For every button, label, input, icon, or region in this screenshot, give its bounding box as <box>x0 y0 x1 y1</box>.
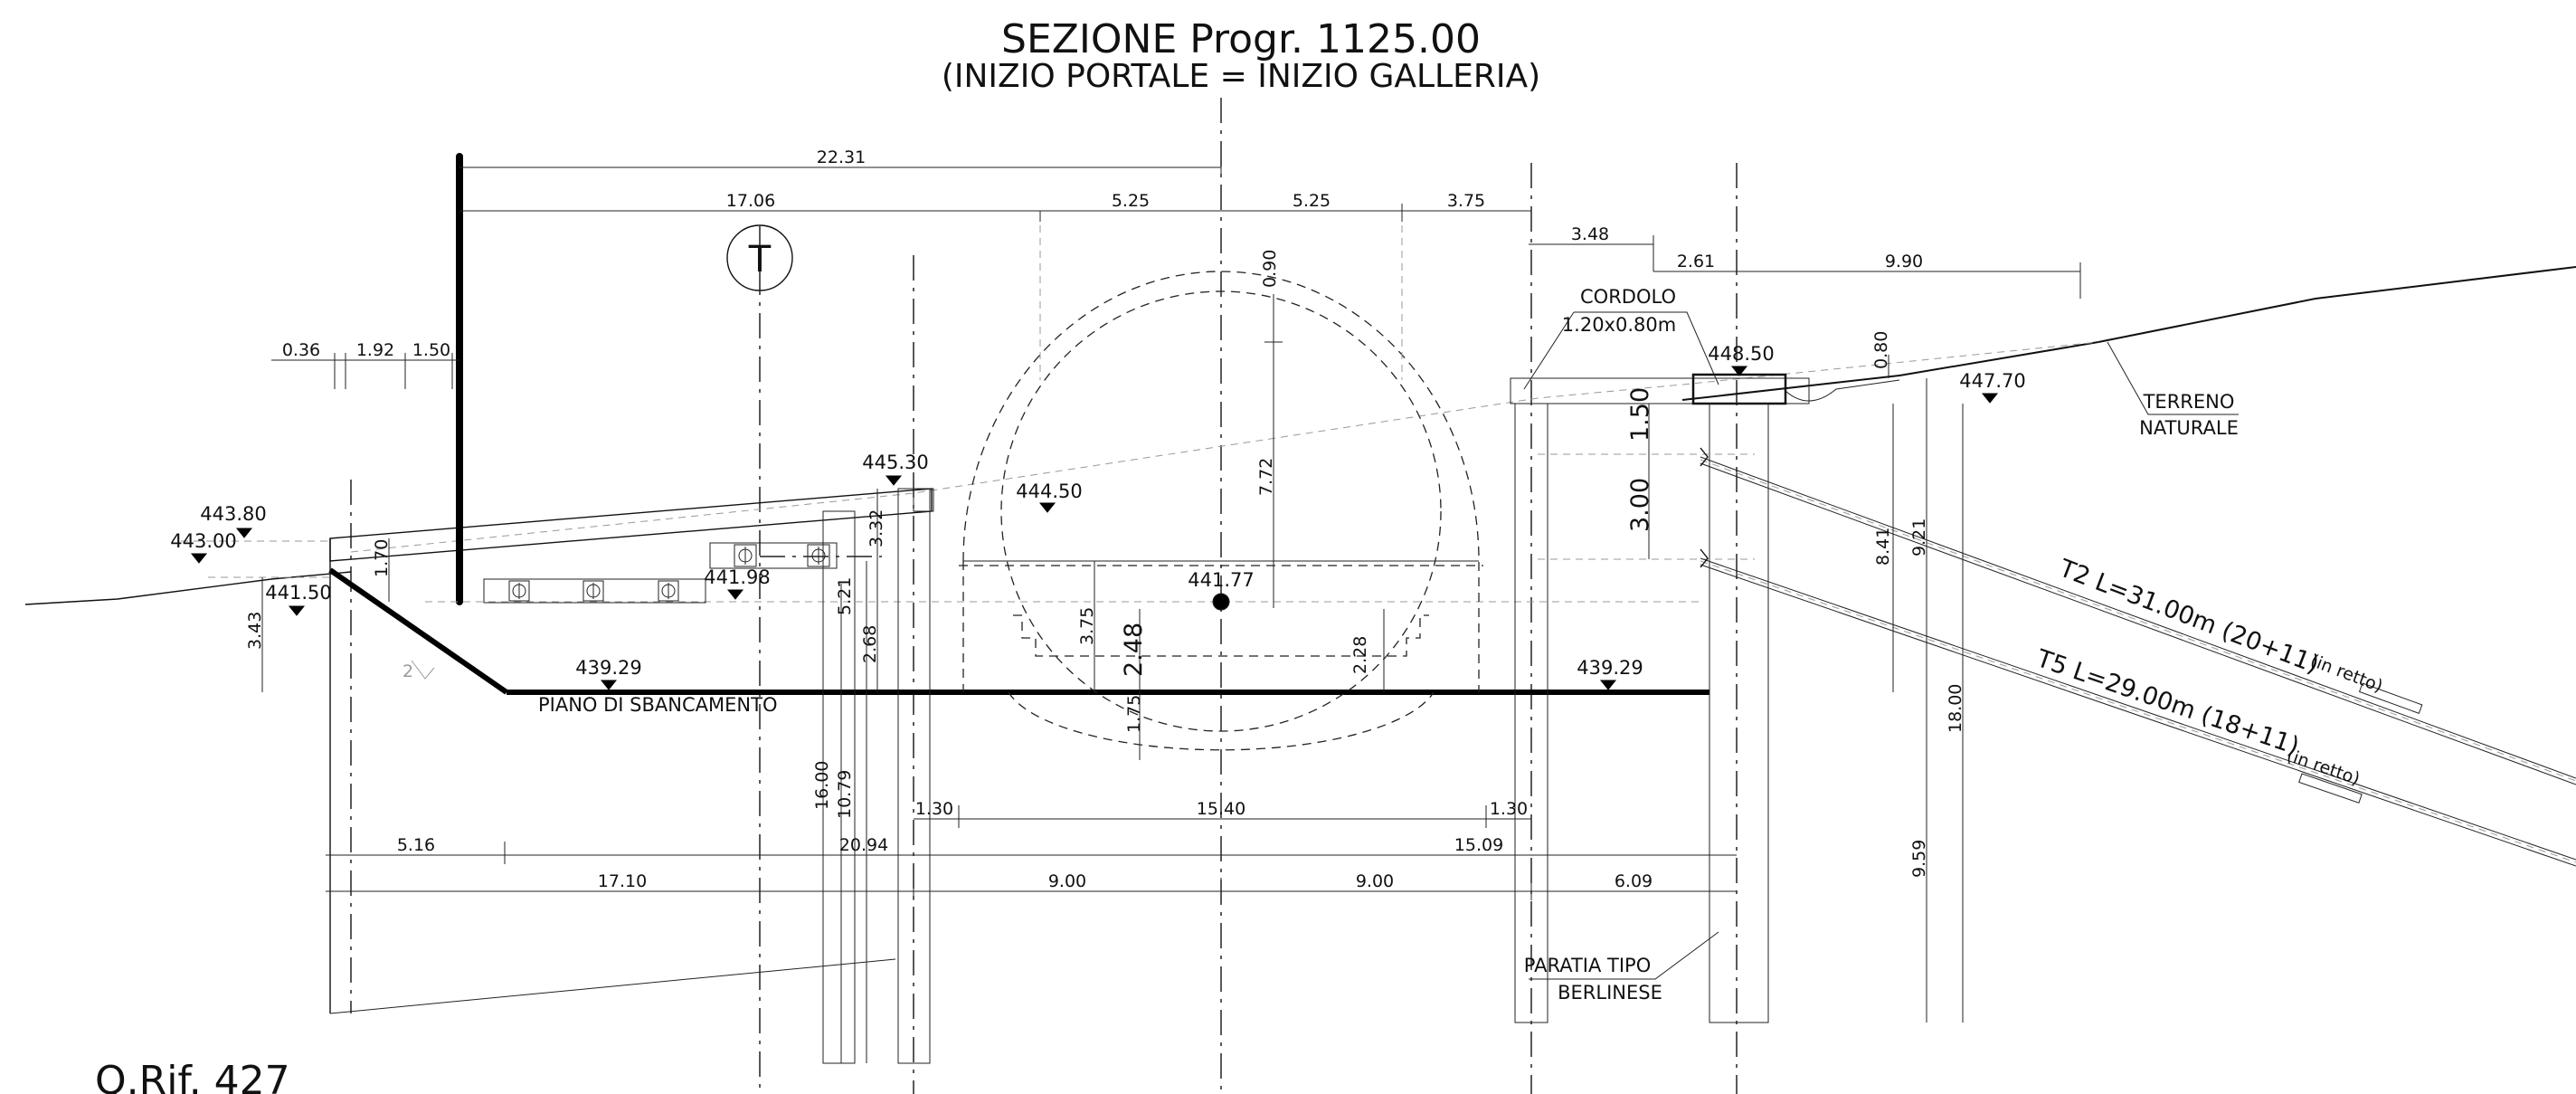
anchor-heads <box>1700 447 1709 568</box>
dim-2094: 20.94 <box>839 835 888 855</box>
anchor-T2-label: T2 L=31.00m (20+11) <box>2055 554 2323 679</box>
dim-375-top: 3.75 <box>1447 191 1485 211</box>
dim-525b: 5.25 <box>1293 191 1331 211</box>
dim-228: 2.28 <box>1350 636 1370 674</box>
dim-1600: 16.00 <box>812 761 832 810</box>
dim-268: 2.68 <box>860 625 880 663</box>
dim-150-left: 1.50 <box>412 340 450 360</box>
cordolo-slab <box>1510 377 1810 404</box>
anchor-T5 <box>1700 557 2576 867</box>
tunnel-outer-ring <box>1000 290 1442 732</box>
section-title: SEZIONE Progr. 1125.00 <box>1001 16 1481 62</box>
elev-44380: 443.80 <box>200 503 266 525</box>
left-bottom-line <box>329 958 896 1014</box>
dim-175: 1.75 <box>1124 695 1144 733</box>
dim-248: 2.48 <box>1120 623 1148 677</box>
dim-130b: 1.30 <box>1490 799 1528 819</box>
dim-525a: 5.25 <box>1112 191 1150 211</box>
dim-1800: 18.00 <box>1946 684 1965 733</box>
dim-130a: 1.30 <box>915 799 953 819</box>
top-dim-lines <box>271 158 2081 389</box>
elev-marker <box>235 528 253 538</box>
elev-44850: 448.50 <box>1708 343 1774 365</box>
elev-43929-left: 439.29 <box>575 657 641 679</box>
dim-261: 2.61 <box>1677 252 1715 271</box>
elev-44530: 445.30 <box>862 452 928 473</box>
section-marker-circle <box>726 224 793 291</box>
ground-hidden-line <box>350 341 2099 553</box>
bottom-dim-lines <box>326 805 1737 900</box>
ground-label-2: NATURALE <box>2139 417 2239 439</box>
ground-label: TERRENO <box>2143 391 2235 413</box>
dim-343: 3.43 <box>245 612 265 650</box>
dim-332: 3.32 <box>867 509 886 547</box>
dim-521: 5.21 <box>835 577 855 615</box>
tunnel-invert <box>1013 614 1429 657</box>
left-slope-cut <box>328 567 508 695</box>
dim-192: 1.92 <box>356 340 394 360</box>
paratia-label-2: BERLINESE <box>1558 982 1662 1004</box>
elev-44300: 443.00 <box>170 530 236 552</box>
dim-841: 8.41 <box>1873 528 1893 566</box>
dim-921: 9.21 <box>1909 518 1929 557</box>
dim-900b: 9.00 <box>1356 871 1394 891</box>
dim-300: 3.00 <box>1626 478 1654 532</box>
dim-1079: 10.79 <box>835 770 855 819</box>
excavation-plane-label: PIANO DI SBANCAMENTO <box>538 694 777 716</box>
right-pile-a <box>1514 403 1548 1023</box>
dim-1509: 15.09 <box>1454 835 1503 855</box>
tunnel-axis-point <box>1212 593 1230 611</box>
dim-900a: 9.00 <box>1048 871 1086 891</box>
dim-375-vert: 3.75 <box>1077 607 1097 645</box>
anchor-T2 <box>1700 456 2576 785</box>
paratia-leader <box>1529 931 1719 980</box>
cordolo-leader <box>1574 311 1719 385</box>
cordolo-size-label: 1.20x0.80m <box>1562 314 1676 336</box>
right-pile-b <box>1709 403 1769 1023</box>
section-marker-label: T <box>748 239 772 281</box>
elev-44177: 441.77 <box>1188 569 1254 591</box>
elev-44198: 441.98 <box>704 566 770 588</box>
cordolo-drain <box>1785 379 1900 402</box>
elev-44450: 444.50 <box>1016 480 1082 502</box>
dim-1706: 17.06 <box>726 191 775 211</box>
reference-level-label: Q.Rif. 427 <box>95 1058 290 1094</box>
dim-348: 3.48 <box>1571 224 1609 244</box>
left-sloped-slab <box>329 488 933 562</box>
elev-44770: 447.70 <box>1959 370 2025 392</box>
anchor-T2-note: (in retto) <box>2307 651 2385 697</box>
elev-43929-right: 439.29 <box>1577 657 1643 679</box>
pile-markers <box>508 544 830 602</box>
dim-959: 9.59 <box>1909 840 1929 878</box>
dim-1540: 15.40 <box>1197 799 1245 819</box>
dim-1710: 17.10 <box>598 871 647 891</box>
dim-609: 6.09 <box>1615 871 1653 891</box>
pile-row-upper <box>709 542 838 569</box>
dim-170: 1.70 <box>372 539 392 577</box>
section-subtitle: (INIZIO PORTALE = INIZIO GALLERIA) <box>942 58 1540 95</box>
anchor-T5-label: T5 L=29.00m (18+11) <box>2032 644 2303 761</box>
ground-node-label: 2 <box>402 661 413 681</box>
pile-row-lower <box>483 578 706 604</box>
paratia-label: PARATIA TIPO <box>1524 955 1651 976</box>
tunnel-bottom-arc <box>1008 691 1435 751</box>
dim-080: 0.80 <box>1871 331 1891 369</box>
pile-cap <box>913 488 934 512</box>
vertical-dim-lines <box>261 294 1964 1063</box>
dim-772: 7.72 <box>1256 458 1276 496</box>
dim-036: 0.36 <box>282 340 320 360</box>
elev-44150: 441.50 <box>265 582 331 604</box>
dim-990: 9.90 <box>1885 252 1923 271</box>
ground-leader <box>2107 341 2239 415</box>
dim-090: 0.90 <box>1260 250 1280 288</box>
dim-516: 5.16 <box>397 835 435 855</box>
cordolo-label: CORDOLO <box>1580 286 1676 308</box>
natural-ground-left <box>24 571 352 605</box>
anchor-T5-note: (in retto) <box>2284 746 2362 789</box>
tunnel-outer-portal <box>962 271 1480 692</box>
dim-2231: 22.31 <box>817 147 866 167</box>
dim-150-right: 1.50 <box>1626 387 1654 442</box>
